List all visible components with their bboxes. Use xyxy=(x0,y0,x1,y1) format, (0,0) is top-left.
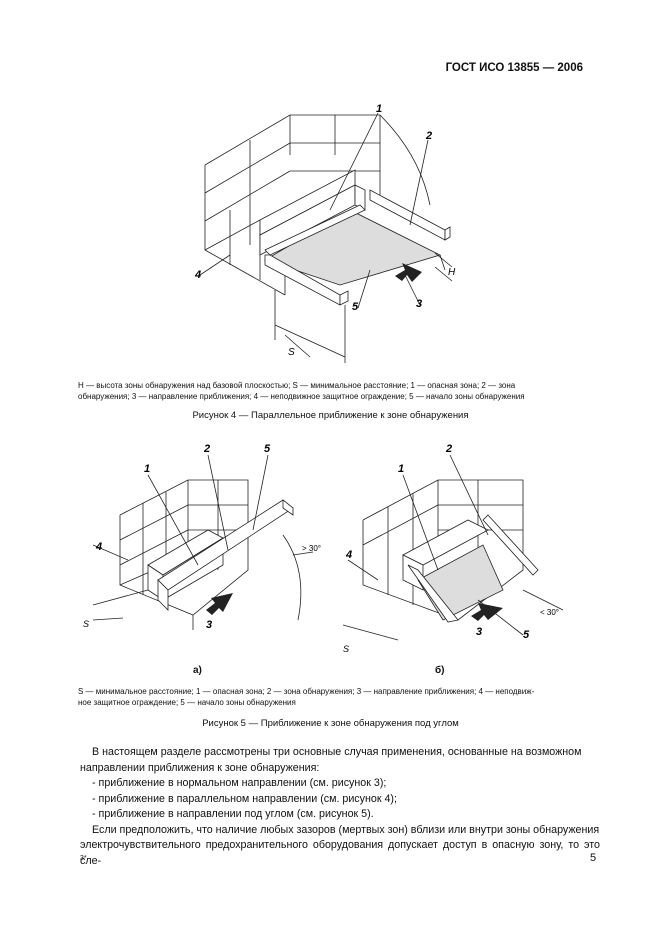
document-header: ГОСТ ИСО 13855 — 2006 xyxy=(445,62,583,74)
figure-5a-sublabel: а) xyxy=(193,665,202,676)
fig5b-label-2: 2 xyxy=(445,443,452,455)
sheet-mark: 3* xyxy=(80,855,87,862)
fig5a-label-2: 2 xyxy=(203,443,210,455)
fig5a-label-S: S xyxy=(83,619,89,629)
fig5a-label-5: 5 xyxy=(264,443,271,455)
fig4-label-1: 1 xyxy=(376,103,382,115)
fig5b-label-4: 4 xyxy=(345,549,352,561)
figure-5-legend-line-1: S — минимальное расстояние; 1 — опасная … xyxy=(78,687,535,696)
fig4-label-3: 3 xyxy=(416,298,422,310)
figure-5b-sublabel: б) xyxy=(435,665,445,676)
fig5b-angle: < 30° xyxy=(540,608,559,617)
list-item: - приближение в нормальном направлении (… xyxy=(92,777,387,789)
fig5a-label-3: 3 xyxy=(206,619,212,631)
figure-4-caption: Рисунок 4 — Параллельное приближение к з… xyxy=(192,410,469,421)
fig4-label-2: 2 xyxy=(425,130,432,142)
figure-5a-drawing: 1 2 5 4 3 S > 30° xyxy=(83,443,321,631)
figure-4-drawing: 1 2 3 4 5 H S xyxy=(194,103,456,363)
fig5b-label-3: 3 xyxy=(476,626,482,638)
figure-4-legend: H — высота зоны обнаружения над базовой … xyxy=(78,380,598,402)
fig5b-label-1: 1 xyxy=(398,463,404,475)
detection-zone xyxy=(407,514,539,623)
paragraph-2-line-1: Если предположить, что наличие любых заз… xyxy=(92,823,600,836)
approach-arrow xyxy=(471,603,503,621)
approach-arrow xyxy=(206,593,233,615)
figure-4-legend-line-1: H — высота зоны обнаружения над базовой … xyxy=(78,381,516,390)
figure-5-caption: Рисунок 5 — Приближение к зоне обнаружен… xyxy=(202,718,459,729)
figure-5-legend: S — минимальное расстояние; 1 — опасная … xyxy=(78,686,598,708)
fig4-label-4: 4 xyxy=(194,269,201,281)
figure-5-legend-line-2: ное защитное ограждение; 5 — начало зоны… xyxy=(78,698,296,707)
figure-5b-drawing: 1 2 4 3 5 S < 30° xyxy=(342,443,564,654)
fig5a-label-1: 1 xyxy=(144,463,150,475)
page-number: 5 xyxy=(590,852,597,864)
detection-zone xyxy=(157,499,294,611)
fig5b-label-S: S xyxy=(343,644,349,654)
fig5a-label-4: 4 xyxy=(95,541,102,553)
figure-4-legend-line-2: обнаружения; 3 — направление приближения… xyxy=(78,392,525,401)
light-curtain-front xyxy=(264,204,366,306)
list-item: - приближение в направлении под углом (с… xyxy=(92,808,374,820)
paragraph-1-line-2: направлении приближения к зоне обнаружен… xyxy=(80,761,320,774)
paragraph-1-line-1: В настоящем разделе рассмотрены три осно… xyxy=(92,746,582,758)
hazard-zone-box xyxy=(259,169,366,256)
paragraph-2-line-2: электрочувствительного предохранительног… xyxy=(80,839,600,867)
body-text: В настоящем разделе рассмотрены три осно… xyxy=(80,745,600,869)
fig5a-angle: > 30° xyxy=(302,544,321,553)
fig4-label-5: 5 xyxy=(352,301,359,313)
fig4-label-H: H xyxy=(448,267,456,278)
fig4-label-S: S xyxy=(288,347,295,358)
list-item: - приближение в параллельном направлении… xyxy=(92,792,397,805)
fixed-guard-grid xyxy=(119,479,302,630)
approach-arrow xyxy=(395,263,422,282)
fig5b-label-5: 5 xyxy=(523,629,530,641)
